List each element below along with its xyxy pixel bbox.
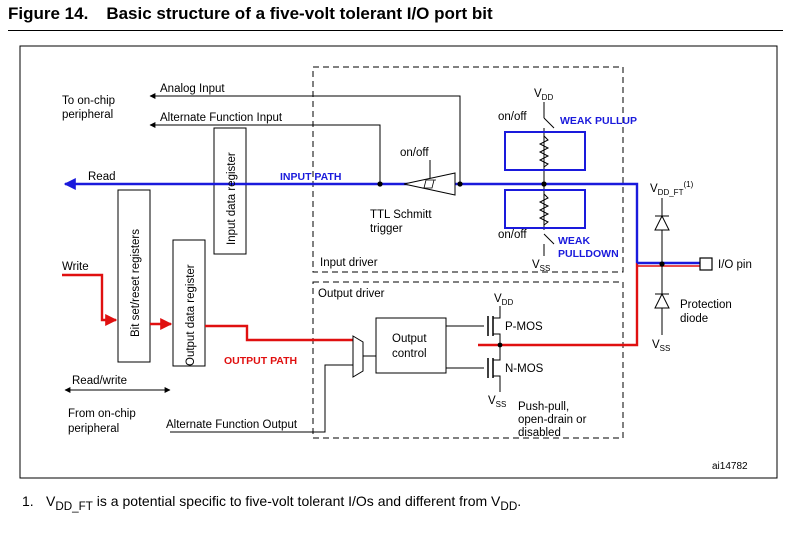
- output-mux: [352, 335, 364, 378]
- weak-pullup-box: [504, 131, 586, 171]
- from-onchip-label: peripheral: [68, 423, 119, 435]
- output-path-label: OUTPUT PATH: [224, 355, 297, 367]
- drain-junction: [497, 342, 503, 348]
- vss-output-label: VSS: [488, 395, 506, 409]
- ttl-schmitt-label: trigger: [370, 223, 403, 235]
- weak-pulldown-label: WEAK: [558, 235, 590, 247]
- pullup-resistor-icon: [538, 135, 550, 168]
- analog-input-line: [149, 93, 461, 184]
- pulldown-resistor-icon: [538, 193, 550, 226]
- read-write-label: Read/write: [72, 375, 127, 387]
- from-onchip-label: From on-chip: [68, 408, 136, 420]
- vss-protection-label: VSS: [652, 339, 670, 353]
- nmos-label: N-MOS: [505, 363, 544, 375]
- input-data-register-box: [213, 127, 247, 255]
- io-pin-label: I/O pin: [718, 259, 752, 271]
- pullup-onoff-label: on/off: [498, 111, 527, 123]
- output-control-box: [375, 317, 447, 374]
- write-path-line: [62, 273, 118, 326]
- weak-pulldown-label: PULLDOWN: [558, 248, 619, 260]
- write-label: Write: [62, 261, 89, 273]
- pushpull-label: disabled: [518, 427, 561, 439]
- alt-function-output-line: [170, 364, 353, 433]
- input-driver-box: [312, 66, 624, 273]
- alt-function-input-line: [149, 122, 381, 184]
- protection-diode-label: diode: [680, 313, 708, 325]
- outer-frame: [19, 45, 778, 479]
- schmitt-hysteresis-icon: [422, 179, 436, 189]
- vss-input-label: VSS: [532, 259, 550, 273]
- output-driver-box: [312, 281, 624, 439]
- nmos-body: [493, 345, 501, 392]
- footnote-text: is a potential specific to five-volt tol…: [92, 493, 501, 509]
- read-label: Read: [88, 171, 116, 183]
- footnote-number: 1.: [22, 493, 34, 509]
- footnote-text: .: [517, 493, 522, 509]
- footnote-sub: DD_FT: [55, 499, 93, 513]
- output-control-label: control: [392, 348, 427, 360]
- to-onchip-label: To on-chip: [62, 95, 115, 107]
- protection-diode-lower-icon: [654, 292, 670, 309]
- pullup-switch-icon: [543, 117, 555, 129]
- title-rule: [8, 30, 783, 31]
- input-path-label: INPUT PATH: [280, 171, 341, 183]
- input-path-line: [63, 178, 639, 263]
- protection-diode-upper-icon: [654, 214, 670, 231]
- figure-ref-code: ai14782: [712, 461, 748, 472]
- input-data-register-label: Input data register: [226, 152, 238, 245]
- figure-title: Figure 14. Basic structure of a five-volt…: [8, 4, 493, 24]
- pulldown-onoff-label: on/off: [498, 229, 527, 241]
- output-data-register-box: [172, 239, 206, 367]
- weak-pullup-label: WEAK PULLUP: [560, 115, 637, 127]
- analog-input-label: Analog Input: [160, 83, 225, 95]
- vddft-label: VDD_FT(1): [650, 180, 694, 197]
- output-driver-label: Output driver: [318, 288, 385, 300]
- input-junction: [377, 181, 383, 187]
- pmos-body: [493, 306, 501, 345]
- pulldown-switch-icon: [543, 233, 555, 245]
- vdd-output-label: VDD: [494, 293, 513, 307]
- weak-pulldown-box: [504, 189, 586, 229]
- alt-function-output-label: Alternate Function Output: [166, 419, 298, 431]
- schmitt-trigger: [403, 172, 456, 196]
- pushpull-label: Push-pull,: [518, 401, 569, 413]
- schmitt-onoff-label: on/off: [400, 147, 429, 159]
- vdd-top-label: VDD: [534, 88, 553, 102]
- output-control-label: Output: [392, 333, 427, 345]
- to-onchip-label: peripheral: [62, 109, 113, 121]
- figure-caption: Basic structure of a five-volt tolerant …: [106, 4, 493, 23]
- alt-function-input-label: Alternate Function Input: [160, 112, 283, 124]
- io-pin-icon: [699, 257, 713, 271]
- footnote-text: V: [46, 493, 56, 509]
- footnote-sub: DD: [500, 499, 518, 513]
- ttl-schmitt-label: TTL Schmitt: [370, 209, 432, 221]
- input-junction: [457, 181, 463, 187]
- protection-diode-label: Protection: [680, 299, 732, 311]
- figure-number: Figure 14.: [8, 4, 89, 23]
- output-to-pin-line: [478, 263, 639, 347]
- pmos-label: P-MOS: [505, 321, 543, 333]
- input-driver-label: Input driver: [320, 257, 378, 269]
- output-data-register-label: Output data register: [185, 264, 197, 366]
- footnote: 1. VDD_FT is a potential specific to five…: [22, 493, 521, 513]
- output-path-line: [205, 324, 355, 342]
- pushpull-label: open-drain or: [518, 414, 587, 426]
- bit-set-reset-register-box: [117, 189, 151, 363]
- bit-set-reset-registers-label: Bit set/reset registers: [130, 229, 142, 337]
